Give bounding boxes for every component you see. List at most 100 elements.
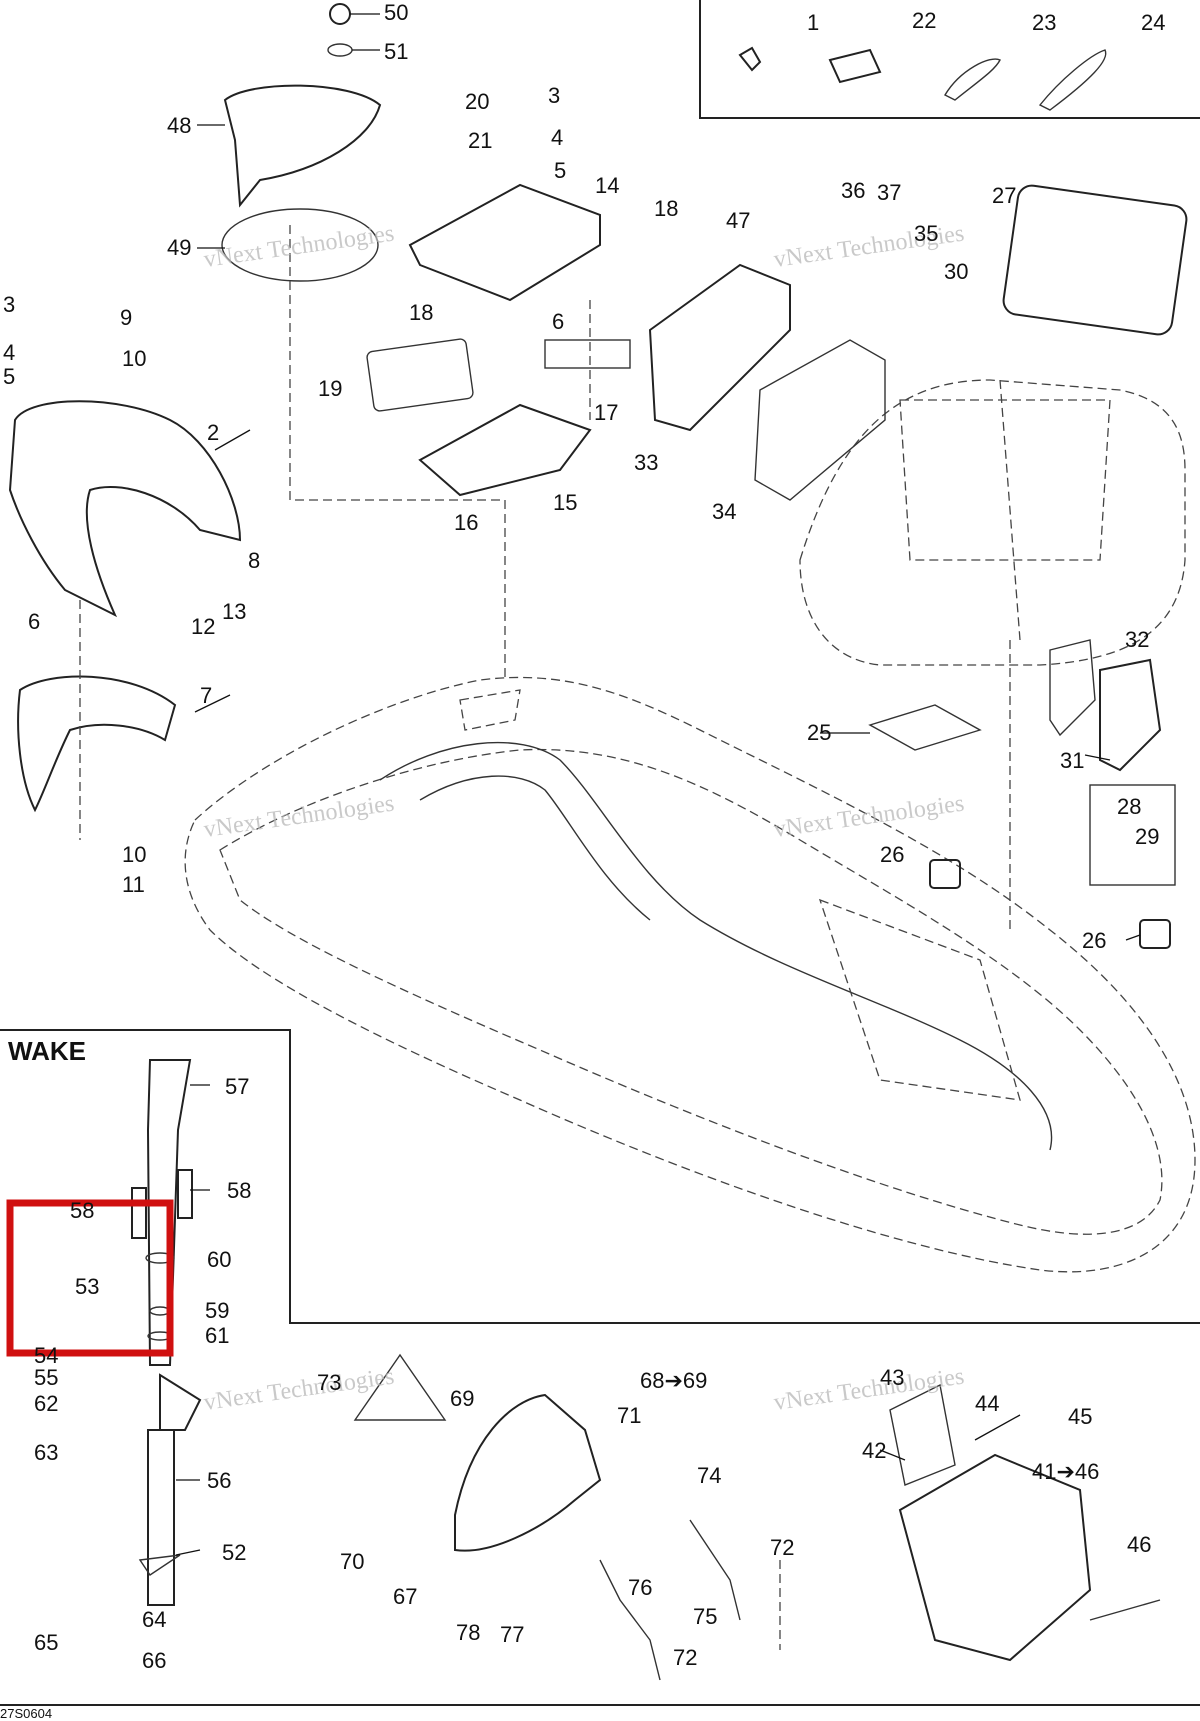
parts-28-29-box xyxy=(1089,784,1176,886)
callout-label: 26 xyxy=(1082,928,1106,953)
part-42-panel xyxy=(889,1383,956,1486)
callout-label: 23 xyxy=(1032,10,1056,35)
callout-label: 51 xyxy=(384,39,408,64)
callout-label: 47 xyxy=(726,208,750,233)
part-32-gasket xyxy=(1049,639,1096,737)
callout-label: 74 xyxy=(697,1463,721,1488)
callout-label: 24 xyxy=(1141,10,1165,35)
callout-label: 3 xyxy=(3,292,15,317)
part-50-cap xyxy=(329,3,351,25)
callout-label: 6 xyxy=(552,309,564,334)
callout-label: 72 xyxy=(770,1535,794,1560)
callout-label: 22 xyxy=(912,8,936,33)
callout-label: 18 xyxy=(409,300,433,325)
callout-label: 4 xyxy=(3,340,15,365)
part-26-drain-plug xyxy=(929,859,1171,949)
part-31-hatch xyxy=(1099,658,1162,772)
callout-label: 61 xyxy=(205,1323,229,1348)
wake-tower-assembly xyxy=(131,1059,202,1606)
callout-label: 50 xyxy=(384,0,408,25)
watermark-text: vNext Technologies xyxy=(772,790,966,842)
callout-label: 25 xyxy=(807,720,831,745)
watermarks: vNext Technologies vNext Technologies vN… xyxy=(202,220,966,1415)
callout-label: 7 xyxy=(200,683,212,708)
part-15-tray xyxy=(418,403,592,497)
callout-label: 5 xyxy=(3,364,15,389)
callout-label: 3 xyxy=(548,83,560,108)
part-2-cowl xyxy=(8,400,242,618)
small-parts-icons xyxy=(738,46,1107,111)
callout-label: 66 xyxy=(142,1648,166,1673)
callout-label: 65 xyxy=(34,1630,58,1655)
part-17-label xyxy=(544,339,631,369)
callout-label: 78 xyxy=(456,1620,480,1645)
part-72-strap-right xyxy=(689,1519,741,1621)
highlight-box xyxy=(6,1199,174,1357)
callout-label: 20 xyxy=(465,89,489,114)
guide-lines xyxy=(79,225,1011,1650)
callout-label: 12 xyxy=(191,614,215,639)
callout-label: 11 xyxy=(122,872,145,897)
callout-label: 37 xyxy=(877,180,901,205)
callout-label: 30 xyxy=(944,259,968,284)
callout-label: 70 xyxy=(340,1549,364,1574)
callout-label: 16 xyxy=(454,510,478,535)
callout-label: 72 xyxy=(673,1645,697,1670)
callout-labels: 50 51 48 49 20 21 3 4 5 14 18 18 6 17 19… xyxy=(3,0,1165,1673)
callout-label: 35 xyxy=(914,221,938,246)
callout-label: 10 xyxy=(122,842,146,867)
part-34-gasket xyxy=(754,339,886,501)
callout-label: 75 xyxy=(693,1604,717,1629)
callout-label: 62 xyxy=(34,1391,58,1416)
wake-inset-frame xyxy=(0,1029,1200,1324)
callout-label: 73 xyxy=(317,1370,341,1395)
callout-label: 58 xyxy=(70,1198,94,1223)
callout-label: 69 xyxy=(450,1386,474,1411)
callout-label: 42 xyxy=(862,1438,886,1463)
callout-label: 36 xyxy=(841,178,865,203)
callout-label: 2 xyxy=(207,420,219,445)
callout-label: 34 xyxy=(712,499,736,524)
footer-code: 27S0604 xyxy=(0,1706,52,1721)
callout-label: 67 xyxy=(393,1584,417,1609)
callout-label: 46 xyxy=(1127,1532,1151,1557)
leader-lines xyxy=(175,13,1141,1556)
part-67-cover xyxy=(454,1393,602,1552)
watermark-text: vNext Technologies xyxy=(772,1363,966,1415)
callout-label: 1 xyxy=(807,10,819,35)
callout-label: 43 xyxy=(880,1365,904,1390)
callout-label: 26 xyxy=(880,842,904,867)
callout-label: 28 xyxy=(1117,794,1141,819)
callout-label: 68➔69 xyxy=(640,1368,707,1393)
callout-label: 5 xyxy=(554,158,566,183)
callout-label: 53 xyxy=(75,1274,99,1299)
part-73-label xyxy=(353,1353,447,1421)
callout-label: 27 xyxy=(992,183,1016,208)
callout-label: 33 xyxy=(634,450,658,475)
watermark-text: vNext Technologies xyxy=(202,1363,396,1415)
watermark-text: vNext Technologies xyxy=(202,790,396,842)
callout-label: 21 xyxy=(468,128,492,153)
callout-label: 29 xyxy=(1135,824,1159,849)
callout-label: 45 xyxy=(1068,1404,1092,1429)
callout-label: 49 xyxy=(167,235,191,260)
part-25-gasket xyxy=(868,704,982,751)
part-46-rod xyxy=(1089,1599,1161,1621)
part-51-ring xyxy=(327,43,353,57)
callout-label: 15 xyxy=(553,490,577,515)
callout-label: 44 xyxy=(975,1391,999,1416)
callout-label: 57 xyxy=(225,1074,249,1099)
callout-label: 4 xyxy=(551,125,563,150)
callout-label: 60 xyxy=(207,1247,231,1272)
part-27-gasket xyxy=(1002,184,1188,336)
callout-label: 59 xyxy=(205,1298,229,1323)
part-48-basin xyxy=(223,84,382,208)
hull-body xyxy=(184,676,1196,1273)
storage-compartment xyxy=(799,379,1186,666)
callout-label: 63 xyxy=(34,1440,58,1465)
part-49-gasket xyxy=(221,208,379,282)
callout-label: 71 xyxy=(617,1403,641,1428)
callout-label: 64 xyxy=(142,1607,166,1632)
callout-label: 52 xyxy=(222,1540,246,1565)
callout-label: 54 xyxy=(34,1343,58,1368)
